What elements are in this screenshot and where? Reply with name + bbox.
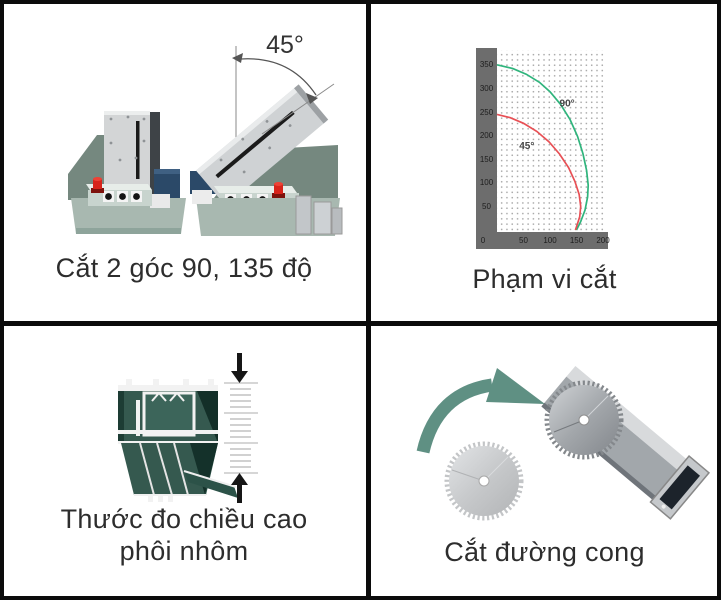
panel-angle-cut: 45° Cắt 2 góc 90, 135 độ — [0, 0, 368, 321]
arrowhead-icon — [232, 53, 243, 63]
y-tick-label: 250 — [479, 107, 494, 117]
saw-blade-icon — [444, 441, 524, 521]
emergency-stop-button-icon — [272, 182, 285, 198]
angle-cut-caption: Cắt 2 góc 90, 135 độ — [55, 253, 313, 283]
emergency-stop-button-icon — [91, 177, 104, 193]
y-tick-label: 300 — [479, 83, 494, 93]
curve-label: 90° — [560, 98, 575, 109]
chart-x-axis: 0 50 100 150 200 — [476, 232, 610, 249]
aluminium-profile-icon — [118, 379, 238, 502]
x-tick-label: 0 — [480, 236, 486, 245]
grid-divider-horizontal — [0, 321, 721, 326]
height-gauge-illustration — [118, 353, 258, 503]
curved-arrow-icon — [416, 368, 545, 454]
curve-cut-illustration — [416, 365, 711, 521]
y-tick-label: 350 — [479, 60, 494, 70]
y-tick-label: 100 — [479, 178, 494, 188]
angle-annotation: 45° — [232, 31, 318, 104]
measure-arrows — [231, 353, 248, 503]
curve-cut-caption: Cắt đường cong — [444, 537, 645, 567]
control-knobs — [103, 191, 142, 202]
height-gauge-caption-line2: phôi nhôm — [119, 536, 249, 567]
machine-90deg-icon — [68, 111, 186, 234]
x-tick-label: 150 — [569, 236, 584, 245]
panel-height-gauge: Thước đo chiều cao phôi nhôm — [0, 326, 368, 600]
down-arrow-icon — [231, 371, 248, 383]
panel-cutting-range: 350 300 250 200 150 100 50 0 50 100 150 200 90° 45°… — [368, 0, 721, 321]
height-gauge-caption: Thước đo chiều cao phôi nhôm — [0, 503, 368, 568]
y-tick-label: 50 — [482, 201, 491, 211]
down-arrow-icon — [237, 353, 242, 372]
up-arrow-icon — [237, 485, 242, 503]
x-tick-label: 50 — [519, 236, 528, 245]
chart-curve — [496, 113, 582, 231]
arrowhead-icon — [306, 93, 318, 104]
angle-cut-illustration: 45° — [68, 31, 343, 236]
curve-label: 45° — [519, 141, 534, 152]
chart-y-axis: 350 300 250 200 150 100 50 — [476, 48, 497, 232]
machine-45deg-icon — [190, 46, 343, 236]
cutting-range-chart: 90° 45° — [496, 63, 590, 231]
y-tick-label: 200 — [479, 131, 494, 141]
grid-divider-vertical — [366, 0, 371, 600]
up-arrow-icon — [231, 473, 248, 485]
x-tick-label: 100 — [543, 236, 557, 245]
chart-curve — [496, 63, 590, 231]
height-ruler-icon — [224, 382, 258, 474]
cutting-range-caption: Phạm vi cắt — [472, 264, 617, 294]
x-tick-label: 200 — [596, 236, 610, 245]
angle-value-label: 45° — [266, 31, 304, 59]
panel-curve-cut: Cắt đường cong — [368, 326, 721, 600]
height-gauge-caption-line1: Thước đo chiều cao — [60, 504, 308, 534]
saw-blade-icon — [544, 380, 624, 460]
y-tick-label: 150 — [479, 154, 494, 164]
